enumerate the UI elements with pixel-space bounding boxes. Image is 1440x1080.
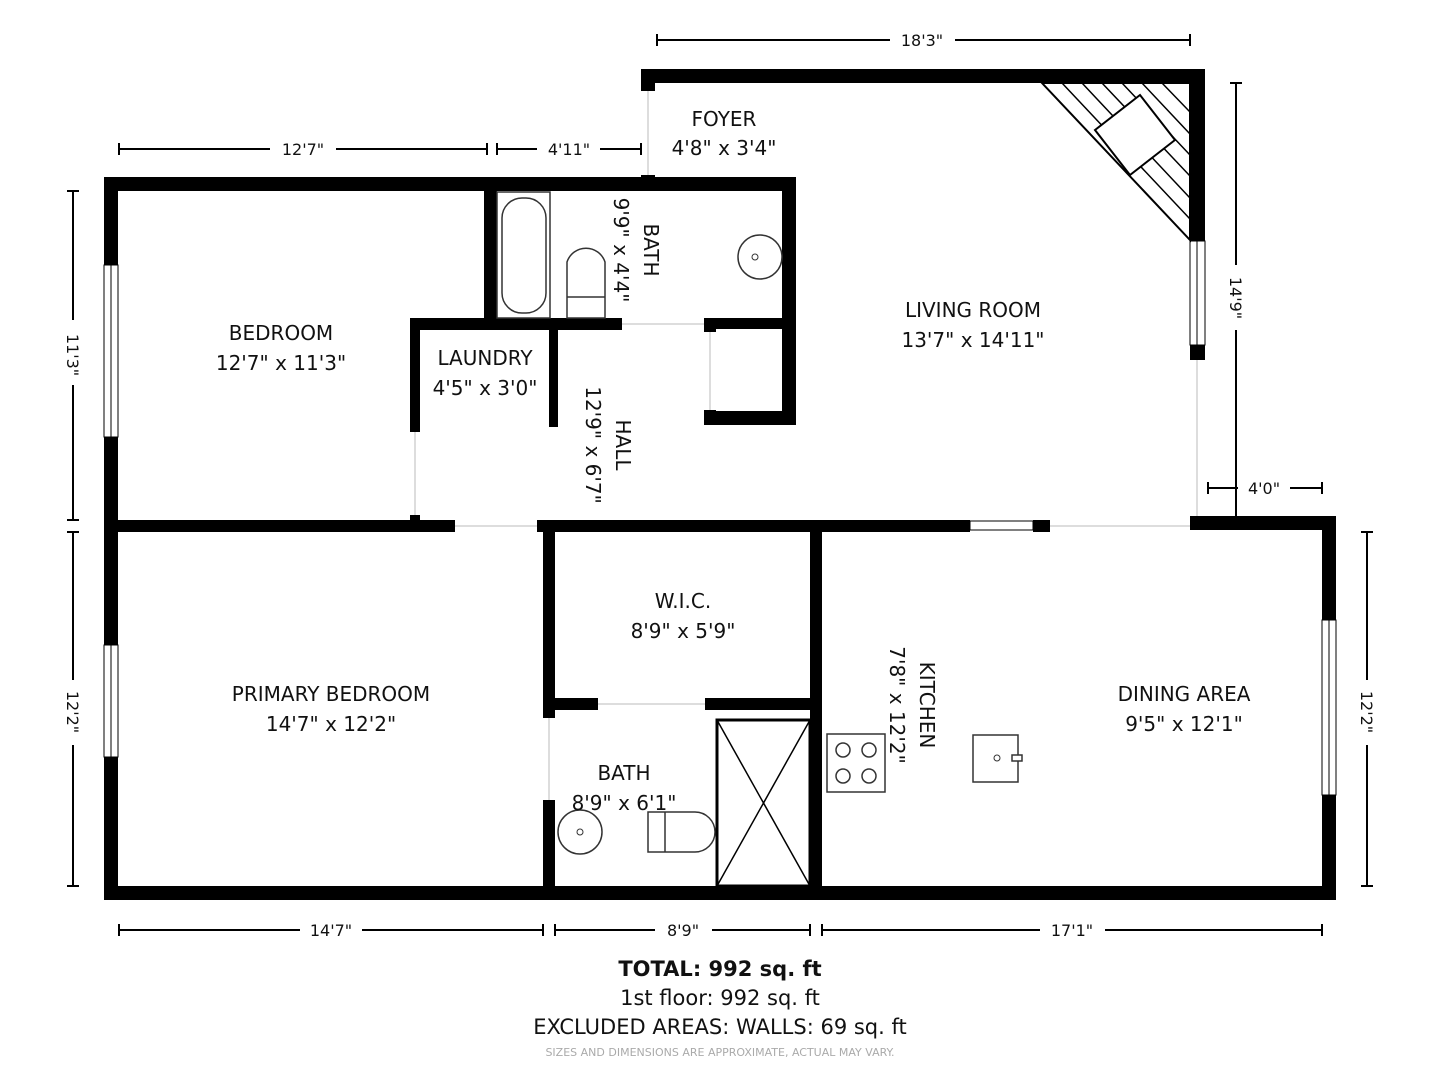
floor-area: 1st floor: 992 sq. ft (620, 986, 820, 1010)
room-name-kitchen: KITCHEN (915, 662, 939, 749)
window (969, 520, 1034, 531)
dimension-top-left-b: 4'11" (548, 140, 590, 159)
stove-icon (826, 733, 886, 793)
room-size-bath: 9'9" x 4'4" (609, 198, 633, 303)
room-labels: FOYER 4'8" x 3'4" LIVING ROOM 13'7" x 14… (216, 107, 1251, 815)
room-size-bedroom: 12'7" x 11'3" (216, 351, 346, 375)
room-name-living: LIVING ROOM (905, 298, 1041, 322)
dimension-left-lower: 12'2" (63, 691, 82, 733)
dimension-bottom-b: 8'9" (667, 921, 699, 940)
room-size-primary-bedroom: 14'7" x 12'2" (266, 712, 396, 736)
room-size-hall: 12'9" x 6'7" (581, 386, 605, 504)
dimension-right-upper: 14'9" (1226, 277, 1245, 319)
stairs (1039, 82, 1191, 243)
disclaimer: SIZES AND DIMENSIONS ARE APPROXIMATE, AC… (545, 1046, 895, 1059)
kitchen-sink-icon (972, 734, 1019, 783)
room-size-dining: 9'5" x 12'1" (1125, 712, 1243, 736)
room-name-primary-bedroom: PRIMARY BEDROOM (232, 682, 430, 706)
dimension-bottom-a: 14'7" (310, 921, 352, 940)
walls (104, 69, 1336, 900)
fixtures (496, 191, 1023, 888)
room-name-bedroom: BEDROOM (229, 321, 333, 345)
bathtub-basin (501, 197, 547, 314)
toilet-icon (647, 811, 716, 853)
dimension-top: 18'3" (901, 31, 943, 50)
room-size-kitchen: 7'8" x 12'2" (885, 646, 909, 764)
dimension-bottom-c: 17'1" (1051, 921, 1093, 940)
room-name-bath: BATH (639, 223, 663, 276)
room-name-foyer: FOYER (692, 107, 757, 131)
room-name-dining: DINING AREA (1118, 682, 1251, 706)
excluded-area: EXCLUDED AREAS: WALLS: 69 sq. ft (533, 1015, 907, 1039)
toilet-icon (566, 247, 606, 319)
dimension-right-step: 4'0" (1248, 479, 1280, 498)
room-name-hall: HALL (611, 419, 635, 471)
room-size-foyer: 4'8" x 3'4" (672, 136, 777, 160)
sink-icon (557, 809, 603, 855)
dimension-left-upper: 11'3" (63, 334, 82, 376)
room-size-bath-2: 8'9" x 6'1" (572, 791, 677, 815)
room-name-laundry: LAUNDRY (437, 346, 533, 370)
room-name-wic: W.I.C. (655, 589, 711, 613)
room-size-laundry: 4'5" x 3'0" (433, 376, 538, 400)
room-size-living: 13'7" x 14'11" (901, 328, 1044, 352)
sink-icon (737, 234, 783, 280)
dimension-lines: 18'3" 12'7" 4'11" 11'3" 12'2" 14'9" 4'0"… (63, 31, 1376, 940)
dimension-right-lower: 12'2" (1357, 691, 1376, 733)
total-area: TOTAL: 992 sq. ft (618, 957, 822, 981)
room-size-wic: 8'9" x 5'9" (631, 619, 736, 643)
room-name-bath-2: BATH (597, 761, 650, 785)
windows (103, 91, 1337, 800)
dimension-top-left-a: 12'7" (282, 140, 324, 159)
